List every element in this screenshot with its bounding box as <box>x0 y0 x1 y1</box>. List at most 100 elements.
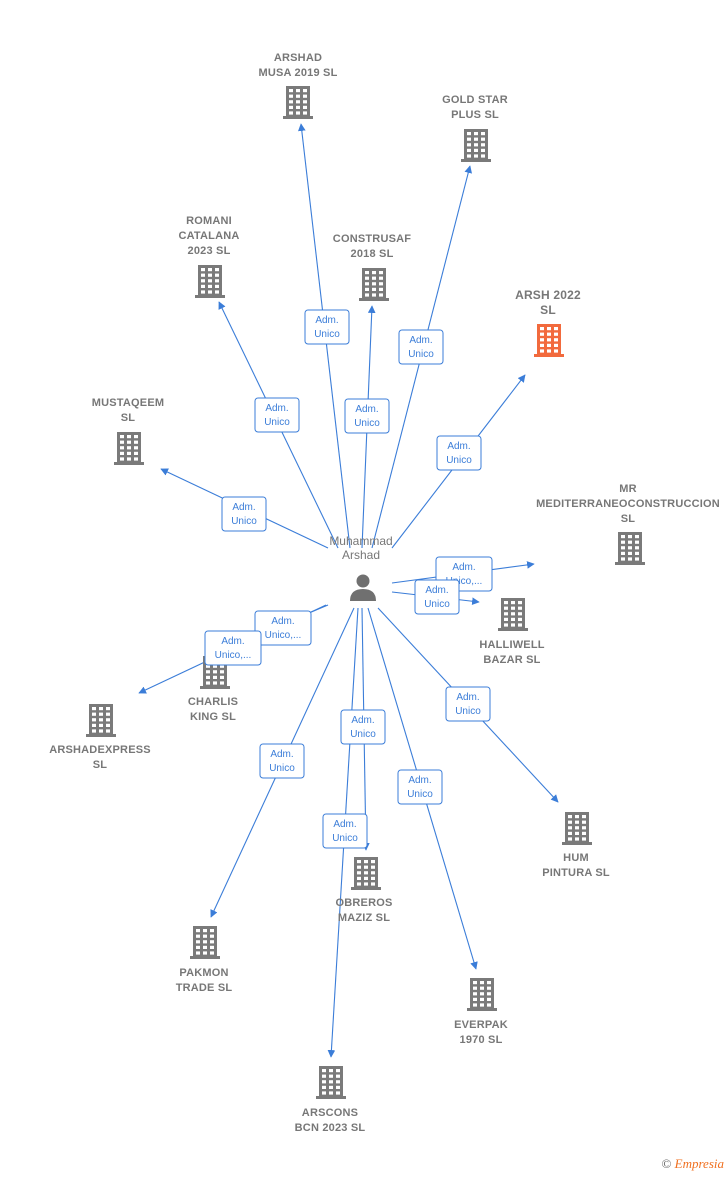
edge-label-construsaf[interactable]: Adm. Unico <box>344 398 390 434</box>
person-icon <box>350 574 376 601</box>
company-node-mustaqeem[interactable]: MUSTAQEEM SL <box>92 397 164 465</box>
footer-brand: © Empresia <box>662 1156 725 1172</box>
edge-label-text: Adm. <box>270 749 293 760</box>
edge-label-gold-star[interactable]: Adm.Unico <box>398 329 444 365</box>
company-name-line: CATALANA <box>178 230 239 242</box>
edge-label-box <box>204 630 262 666</box>
edge-label-text: Unico <box>264 417 290 428</box>
company-name-line: SL <box>121 412 136 424</box>
building-icon <box>114 432 144 465</box>
company-name-line: SL <box>540 303 556 317</box>
company-node-construsaf[interactable]: CONSTRUSAF 2018 SL <box>333 233 411 301</box>
company-name-line: PINTURA SL <box>542 867 610 879</box>
building-icon <box>562 812 592 845</box>
edge-label-text: Unico <box>354 418 380 429</box>
edge-label-halliwell[interactable]: Adm.Unico <box>414 579 460 615</box>
company-node-romani[interactable]: ROMANI CATALANA 2023 SL <box>178 215 239 298</box>
edge-label-text: Adm. <box>425 585 448 596</box>
edge-label-text: Unico <box>407 789 433 800</box>
brand-name: Empresia <box>674 1156 724 1171</box>
edge-label-box <box>221 496 267 532</box>
building-icon <box>534 324 564 357</box>
edge-label-text: Adm. <box>408 775 431 786</box>
company-node-arscons[interactable]: ARSCONS BCN 2023 SL <box>295 1066 366 1134</box>
company-node-arshad-musa[interactable]: ARSHAD MUSA 2019 SL <box>258 52 337 119</box>
building-icon <box>190 926 220 959</box>
edge-label-romani[interactable]: Adm. Unico <box>254 397 300 433</box>
company-name-line: OBREROS <box>335 897 392 909</box>
edge-label-box <box>397 769 443 805</box>
company-name-line: BCN 2023 SL <box>295 1122 366 1134</box>
company-name-line: ROMANI <box>186 215 232 227</box>
edge-labels-layer: Adm.UnicoAdm.UnicoAdm.UnicoAdm.UnicoAdm.… <box>204 309 493 849</box>
edge-label-text: Unico <box>314 329 340 340</box>
edge-label-text: Unico <box>350 729 376 740</box>
edge-label-text: Adm. <box>232 502 255 513</box>
company-name-line: PAKMON <box>179 967 228 979</box>
edge-label-text: Adm. <box>351 715 374 726</box>
edge-label-text: Adm. <box>456 692 479 703</box>
company-name-line: CONSTRUSAF <box>333 233 411 245</box>
company-name-line: PLUS SL <box>451 109 499 121</box>
edge-label-pakmon[interactable]: Adm. Unico <box>259 743 305 779</box>
building-icon <box>195 265 225 298</box>
edge-label-box <box>398 329 444 365</box>
edge-label-arshadexpress[interactable]: Adm.Unico,... <box>204 630 262 666</box>
building-icon <box>316 1066 346 1099</box>
company-name-line: ARSHAD <box>274 52 322 64</box>
edge-label-charlis[interactable]: Adm. Unico,... <box>254 610 312 646</box>
building-icon <box>283 86 313 119</box>
edge-label-box <box>445 686 491 722</box>
company-name-line: MUSTAQEEM <box>92 397 164 409</box>
company-name-line: MUSA 2019 SL <box>258 67 337 79</box>
center-person[interactable]: Muhammad Arshad <box>329 534 393 601</box>
edge-label-box <box>340 709 386 745</box>
edge-label-text: Unico <box>269 763 295 774</box>
edge-label-text: Unico <box>408 349 434 360</box>
edge-label-everpak[interactable]: Adm. Unico <box>397 769 443 805</box>
building-icon <box>359 268 389 301</box>
edge-label-obreros[interactable]: Adm. Unico <box>340 709 386 745</box>
building-icon <box>461 129 491 162</box>
edge-label-text: Unico <box>446 455 472 466</box>
edge-label-text: Adm. <box>355 404 378 415</box>
company-name-line: ARSHADEXPRESS <box>49 744 151 756</box>
person-name-line2: Arshad <box>342 548 380 562</box>
company-name-line: 2023 SL <box>188 245 231 257</box>
company-name-line: 2018 SL <box>351 248 394 260</box>
edge-label-arshad-musa[interactable]: Adm. Unico <box>304 309 350 345</box>
edge-label-text: Unico,... <box>265 630 302 641</box>
edge-label-text: Adm. <box>315 315 338 326</box>
edge-label-hum[interactable]: Adm.Unico <box>445 686 491 722</box>
company-name-line: EVERPAK <box>454 1019 508 1031</box>
edge-label-box <box>254 397 300 433</box>
company-name-line: MAZIZ SL <box>338 912 390 924</box>
company-node-obreros[interactable]: OBREROS MAZIZ SL <box>335 857 392 924</box>
company-name-line: KING SL <box>190 711 236 723</box>
company-name-line: HALLIWELL <box>479 639 544 651</box>
company-name-line: ARSCONS <box>302 1107 358 1119</box>
edge-label-text: Adm. <box>265 403 288 414</box>
edge-label-text: Unico,... <box>446 576 483 587</box>
edge-label-box <box>322 813 368 849</box>
edge-label-text: Unico,... <box>215 650 252 661</box>
company-name-line: CHARLIS <box>188 696 238 708</box>
edge-label-text: Adm. <box>271 616 294 627</box>
building-icon <box>467 978 497 1011</box>
edge-label-arsh2022[interactable]: Adm.Unico <box>436 435 482 471</box>
edge-label-box <box>414 579 460 615</box>
company-name-line: MEDITERRANEOCONSTRUCCION <box>536 498 720 510</box>
edge-label-arscons[interactable]: Adm.Unico <box>322 813 368 849</box>
edge-label-box <box>259 743 305 779</box>
edge-label-mustaqeem[interactable]: Adm.Unico <box>221 496 267 532</box>
person-name-line1: Muhammad <box>329 534 392 548</box>
